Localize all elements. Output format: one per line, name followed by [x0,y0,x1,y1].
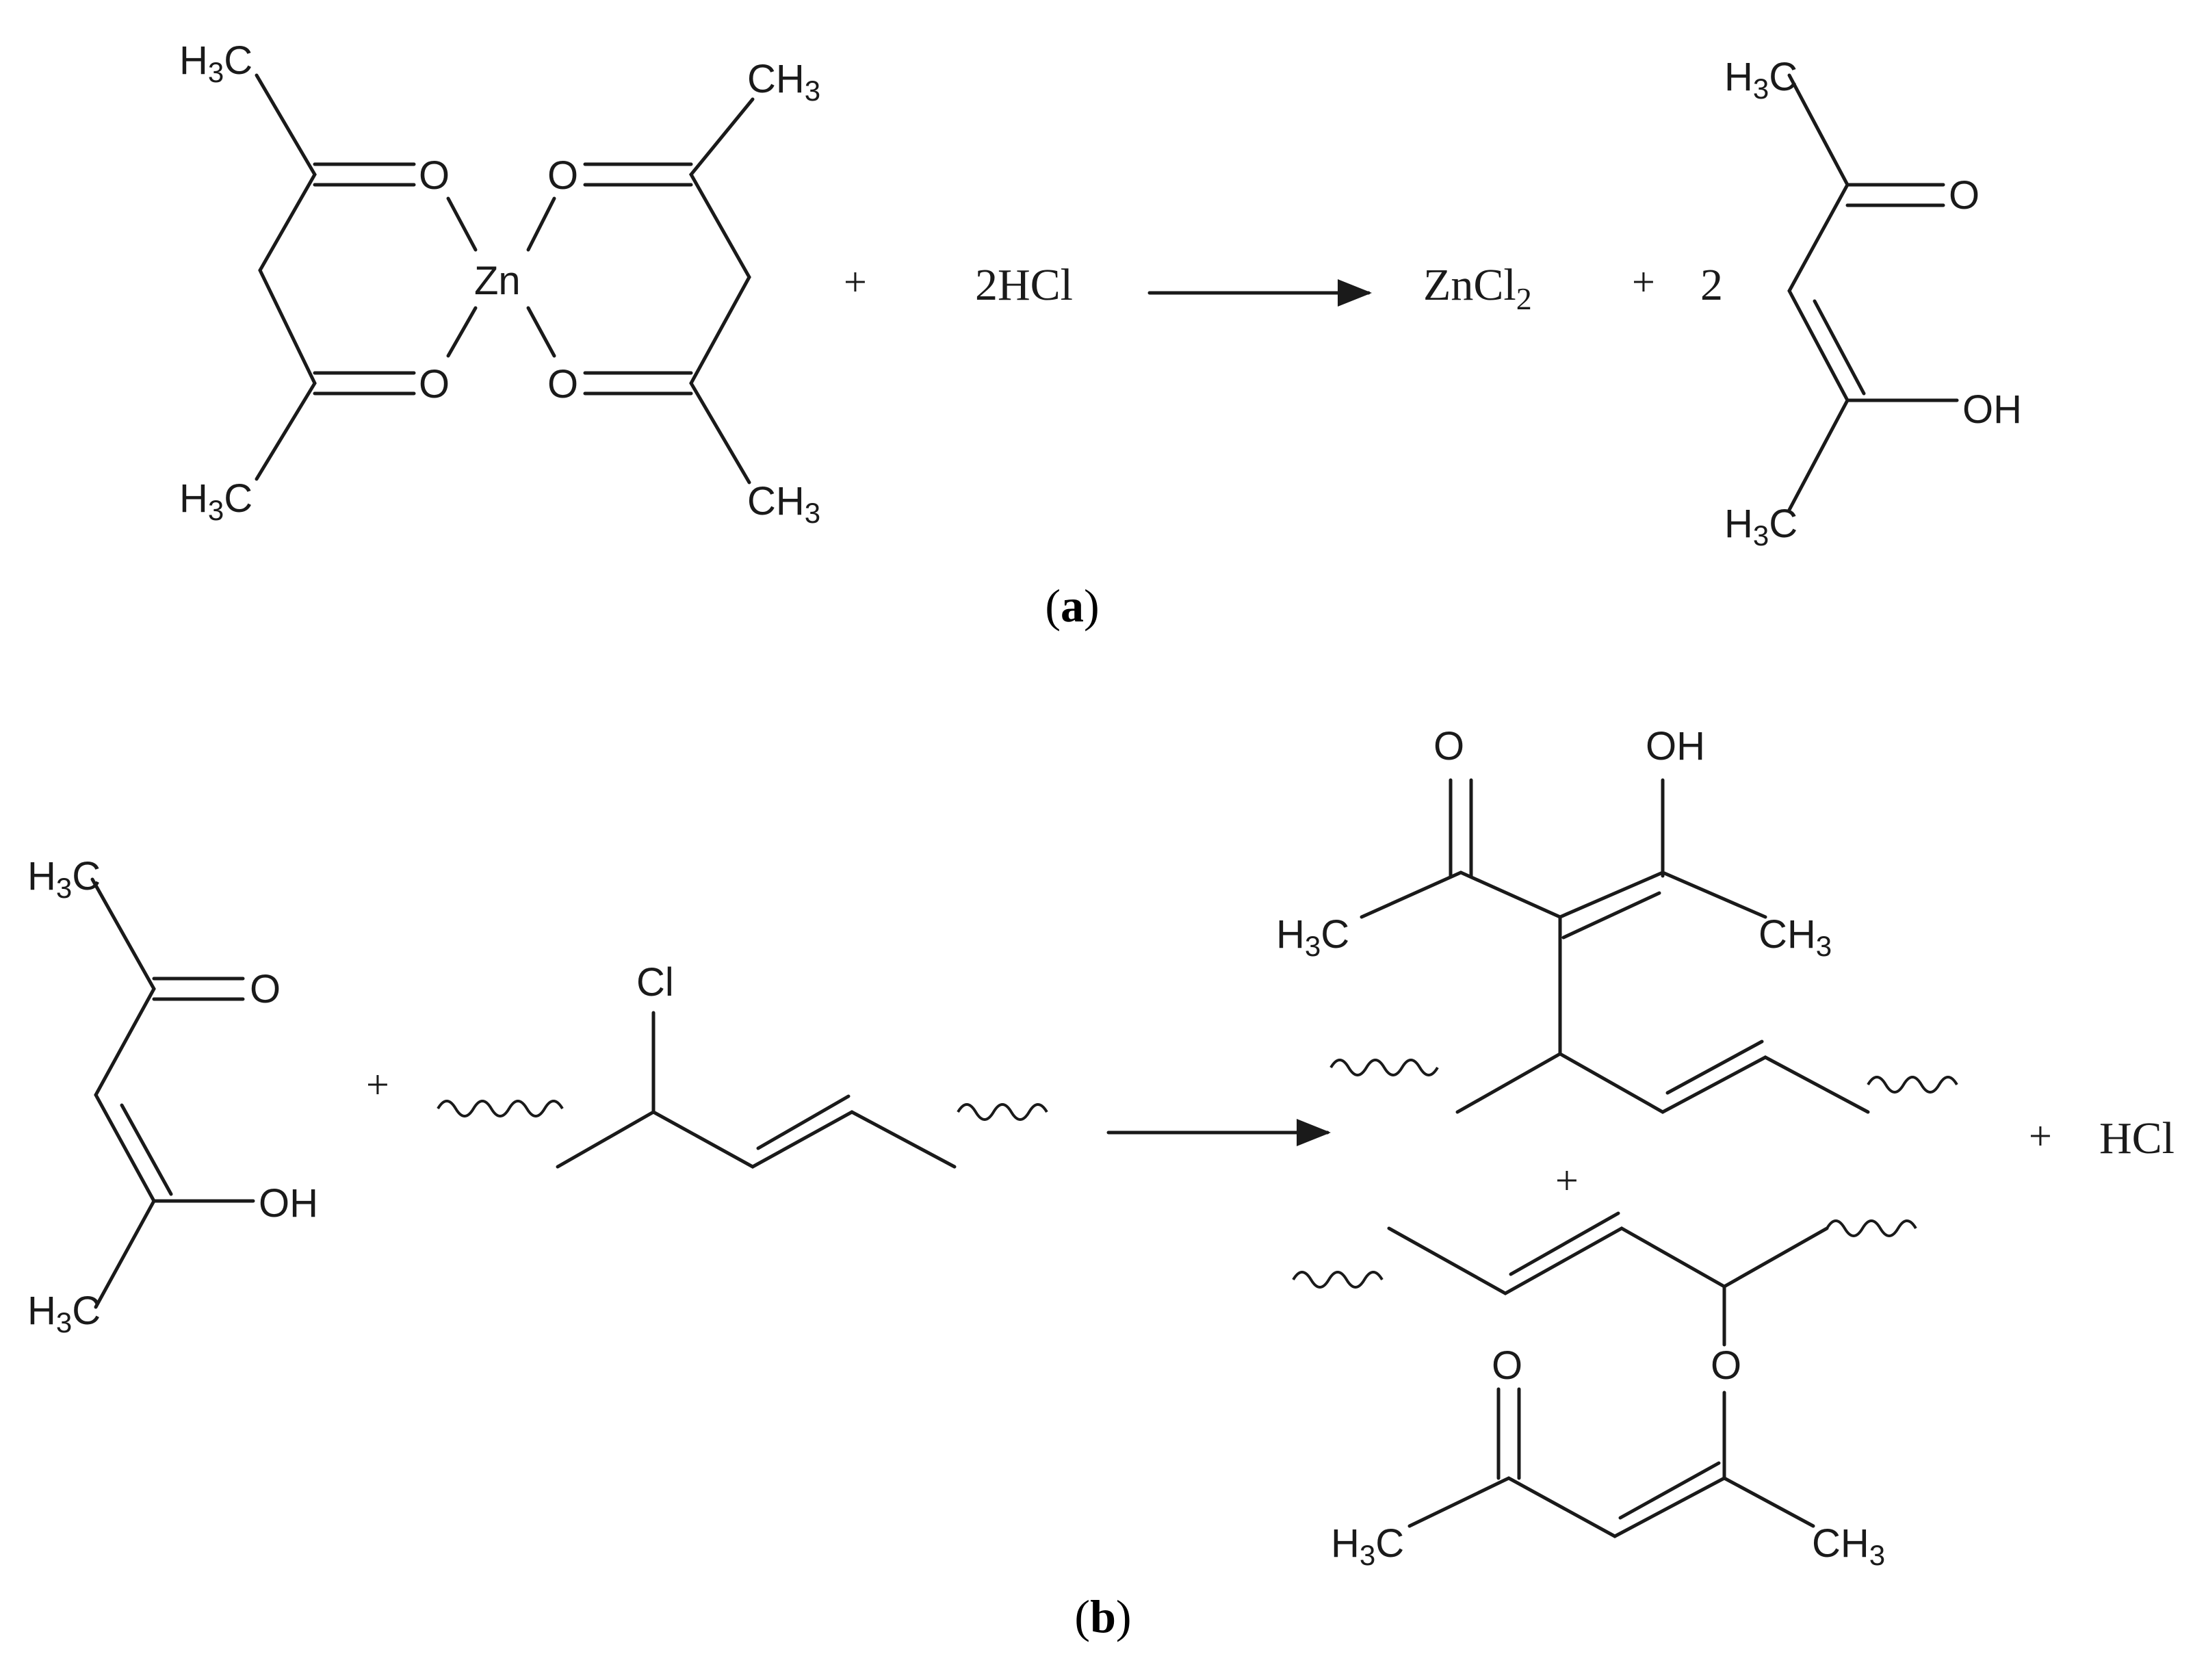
methyl-group-label: H3C [179,476,252,526]
pvc-polymer-chain-structure: Cl [437,960,1048,1169]
methyl-group-label: H3C [179,38,252,88]
oxygen-atom-label: O [1949,173,1980,218]
methyl-group-label: H3C [1276,912,1349,962]
oxygen-atom-label: O [547,153,578,198]
c-substituted-product-structure: O OH H3C CH3 [1276,724,1958,1114]
methyl-group-label: H3C [1331,1521,1404,1571]
o-substituted-product-structure: O O H3C CH3 [1292,1211,1917,1571]
plus-sign: + [366,1062,389,1107]
methyl-group-label: CH3 [1812,1521,1885,1571]
hcl-reagent-label: 2HCl [975,260,1073,310]
oxygen-atom-label: O [547,362,578,406]
oxygen-atom-label: O [419,153,450,198]
hydroxyl-group-label: OH [1962,387,2022,432]
stoichiometric-coefficient: 2 [1700,260,1723,310]
acetylacetone-enol-structure: H3C O OH H3C [1724,55,2022,552]
hcl-byproduct-label: HCl [2099,1113,2175,1163]
zinc-atom-label: Zn [474,259,521,303]
oxygen-atom-label: O [1492,1343,1522,1388]
ether-oxygen-label: O [1711,1343,1741,1388]
plus-sign: + [2029,1113,2052,1159]
methyl-group-label: CH3 [747,479,820,529]
methyl-group-label: CH3 [747,57,820,107]
methyl-group-label: CH3 [1759,912,1832,962]
plus-sign: + [1632,259,1655,305]
zinc-acetylacetonate-structure: H3C CH3 H3C CH3 O O O O Zn [179,38,820,529]
hydroxyl-group-label: OH [1646,724,1705,768]
oxygen-atom-label: O [419,362,450,406]
plus-sign: + [1555,1158,1579,1203]
plus-sign: + [844,259,867,305]
methyl-group-label: H3C [27,854,101,904]
oxygen-atom-label: O [1433,724,1464,768]
oxygen-atom-label: O [250,967,281,1011]
hydroxyl-group-label: OH [259,1181,318,1226]
acetylacetone-enol-structure: H3C O OH H3C [27,854,318,1339]
panel-label-b: (b) [1074,1590,1131,1642]
methyl-group-label: H3C [27,1289,101,1339]
methyl-group-label: H3C [1724,502,1798,552]
panel-label-a: (a) [1045,580,1099,632]
zinc-chloride-label: ZnCl2 [1423,260,1532,316]
methyl-group-label: H3C [1724,55,1798,105]
chlorine-atom-label: Cl [636,960,674,1005]
